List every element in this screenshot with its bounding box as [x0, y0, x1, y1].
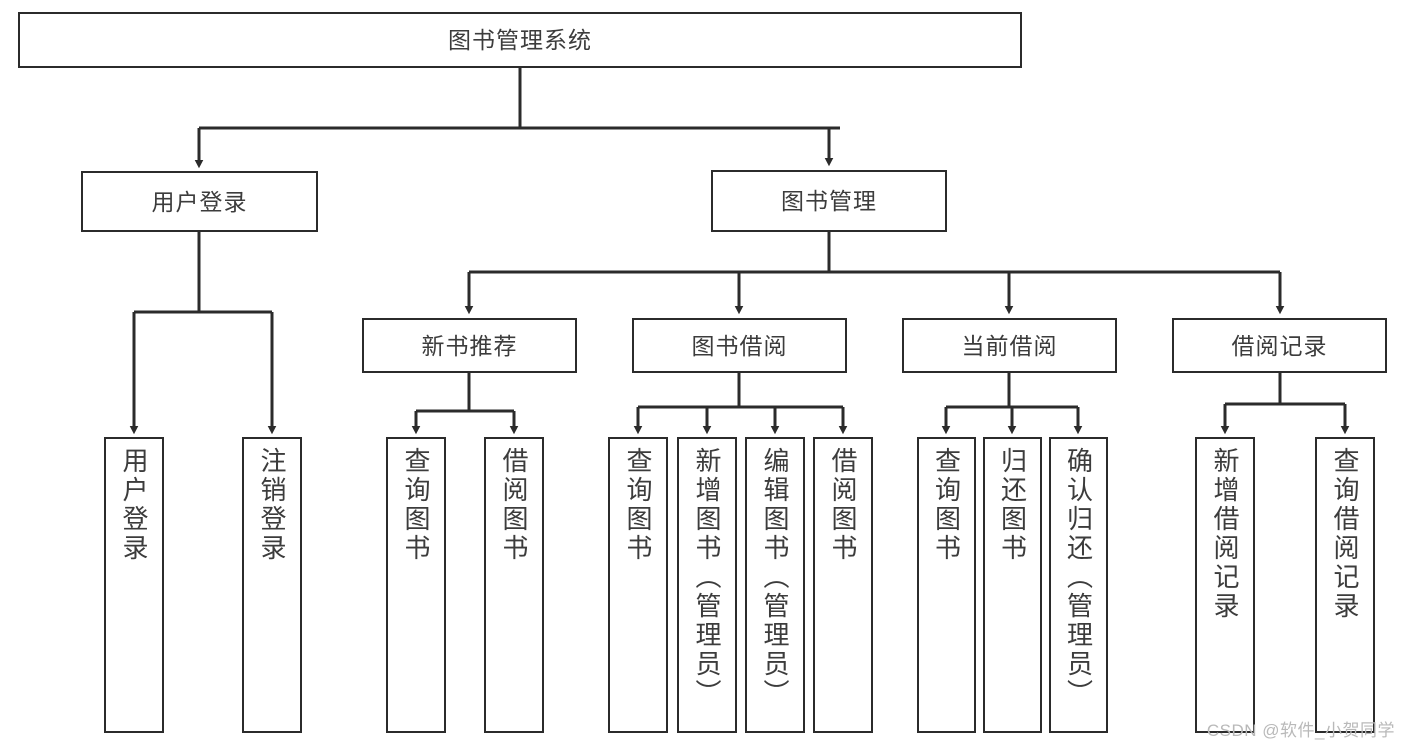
node-label: 用户登录	[151, 188, 248, 215]
leaf-current-return-book[interactable]: 归还图书	[983, 437, 1042, 733]
node-current-borrow[interactable]: 当前借阅	[902, 318, 1117, 373]
leaf-current-confirm-return[interactable]: 确认归还（管理员）	[1049, 437, 1108, 733]
node-label: 用户登录	[119, 447, 149, 563]
node-user-login[interactable]: 用户登录	[81, 171, 318, 232]
node-label: 新增图书（管理员）	[692, 447, 722, 708]
node-label: 确认归还（管理员）	[1063, 447, 1094, 708]
node-label: 查询图书	[623, 447, 653, 563]
node-label: 查询图书	[931, 447, 962, 563]
leaf-user-logout[interactable]: 注销登录	[242, 437, 302, 733]
node-book-borrow[interactable]: 图书借阅	[632, 318, 847, 373]
node-label: 编辑图书（管理员）	[760, 447, 790, 708]
node-label: 新书推荐	[421, 332, 518, 359]
leaf-record-add-record[interactable]: 新增借阅记录	[1195, 437, 1255, 733]
node-label: 归还图书	[997, 447, 1028, 563]
leaf-borrow-edit-book[interactable]: 编辑图书（管理员）	[745, 437, 805, 733]
leaf-current-query-book[interactable]: 查询图书	[917, 437, 976, 733]
node-label: 当前借阅	[961, 332, 1058, 359]
node-label: 图书管理系统	[448, 27, 592, 53]
node-root-system[interactable]: 图书管理系统	[18, 12, 1022, 68]
node-new-book-recommend[interactable]: 新书推荐	[362, 318, 577, 373]
leaf-newbook-borrow-book[interactable]: 借阅图书	[484, 437, 544, 733]
node-label: 查询借阅记录	[1330, 447, 1360, 621]
node-label: 图书管理	[781, 188, 877, 214]
leaf-borrow-add-book[interactable]: 新增图书（管理员）	[677, 437, 737, 733]
leaf-newbook-query-book[interactable]: 查询图书	[386, 437, 446, 733]
leaf-record-query-record[interactable]: 查询借阅记录	[1315, 437, 1375, 733]
node-borrow-record[interactable]: 借阅记录	[1172, 318, 1387, 373]
node-label: 图书借阅	[691, 332, 788, 359]
node-label: 查询图书	[401, 447, 431, 563]
node-label: 借阅图书	[499, 447, 529, 563]
node-label: 借阅记录	[1231, 332, 1328, 359]
leaf-borrow-borrow-book[interactable]: 借阅图书	[813, 437, 873, 733]
leaf-borrow-query-book[interactable]: 查询图书	[608, 437, 668, 733]
leaf-user-login[interactable]: 用户登录	[104, 437, 164, 733]
node-label: 新增借阅记录	[1210, 447, 1240, 621]
node-label: 注销登录	[257, 447, 287, 563]
node-book-management[interactable]: 图书管理	[711, 170, 947, 232]
node-label: 借阅图书	[828, 447, 858, 563]
